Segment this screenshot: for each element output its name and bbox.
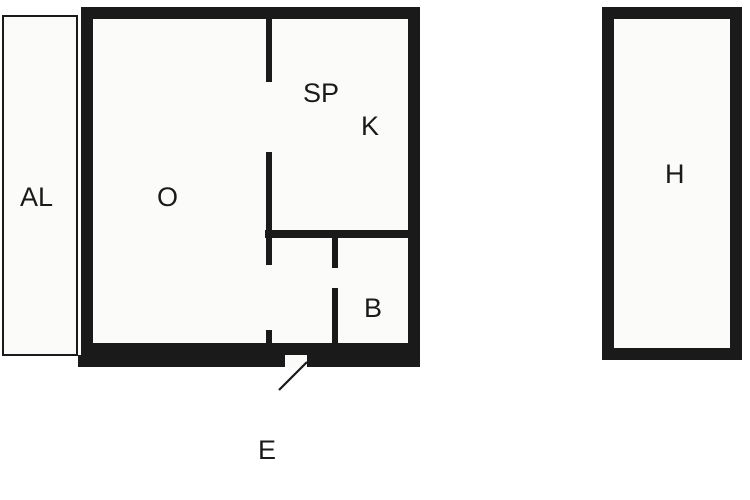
apartment-outer-wall (81, 7, 420, 355)
room-label-k: K (361, 111, 380, 141)
interior-wall-vertical-upper (266, 19, 272, 82)
interior-wall-vertical-lower (266, 152, 272, 265)
room-label-al: AL (20, 182, 54, 212)
interior-wall-horizontal (265, 230, 420, 238)
interior-wall-entry-stub (266, 330, 272, 357)
apartment-bottom-wall (78, 355, 420, 367)
room-label-b: B (364, 293, 383, 323)
room-label-o: O (157, 182, 179, 212)
room-label-h: H (665, 159, 685, 189)
interior-wall-bathroom-lower (332, 288, 338, 357)
entrance-door-swing-icon (278, 361, 308, 391)
room-h (602, 7, 742, 360)
entrance-label: E (258, 435, 277, 465)
room-al-balcony (2, 15, 78, 356)
entrance-door-opening (285, 355, 307, 368)
interior-wall-bathroom-upper (332, 232, 338, 268)
room-label-sp: SP (303, 78, 340, 108)
